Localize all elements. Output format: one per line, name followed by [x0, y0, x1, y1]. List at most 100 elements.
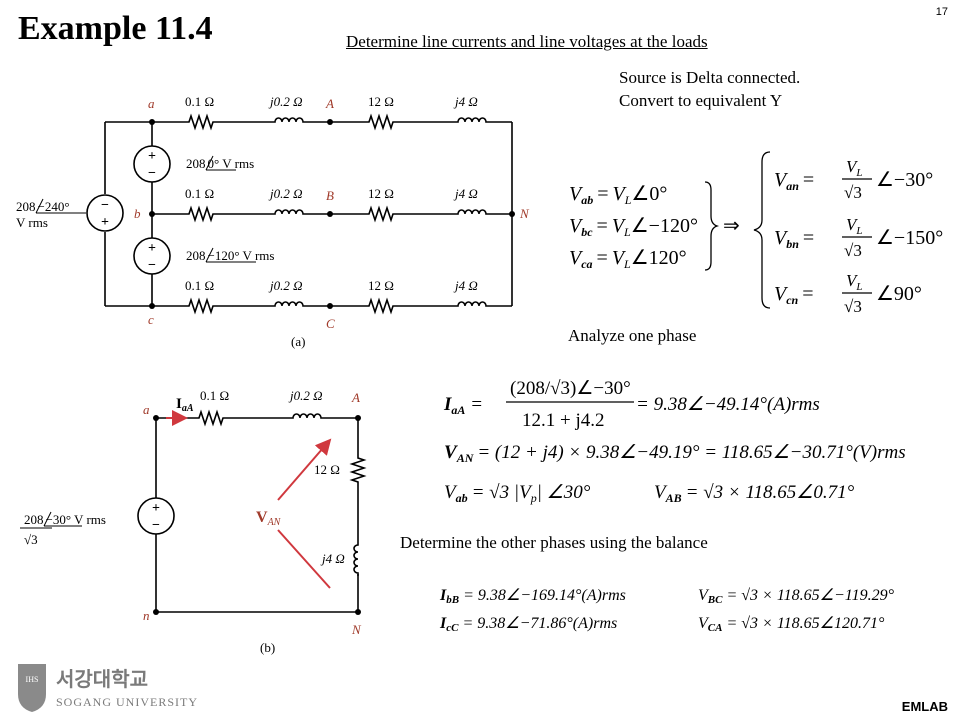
eq-current-cC: IcC= 9.38∠−71.86°(A)rms [439, 615, 617, 634]
circuit-b-diagram: + − a A n N 0.1 Ω j0.2 Ω 12 Ω j4 Ω IaA V… [20, 388, 365, 655]
svg-text:VL: VL [846, 157, 863, 179]
node-dot-icon [153, 415, 361, 615]
svg-text:Vcn=: Vcn= [774, 283, 814, 307]
task-statement: Determine line currents and line voltage… [346, 32, 708, 51]
inductor-icon [289, 413, 325, 419]
inductor-icon [353, 541, 359, 577]
svg-text:√3: √3 [844, 241, 862, 260]
eq-voltage-BC: VBC= √3 × 118.65∠−119.29° [698, 587, 895, 606]
svg-text:√3: √3 [844, 297, 862, 316]
node-B-label: B [326, 188, 334, 203]
voltage-source-icon: + − [133, 145, 171, 183]
svg-text:j0.2 Ω: j0.2 Ω [268, 186, 303, 201]
node-dot-icon [149, 119, 515, 309]
node-C-label: C [326, 316, 335, 331]
circuit-b-caption: (b) [260, 640, 275, 655]
note-line-2: Convert to equivalent Y [619, 91, 783, 110]
svg-text:VL: VL [846, 215, 863, 237]
svg-text:j4 Ω: j4 Ω [453, 186, 478, 201]
node-c-label: c [148, 312, 154, 327]
svg-text:√3: √3 [24, 532, 38, 547]
conversion-note: Source is Delta connected. Convert to eq… [619, 66, 800, 112]
eq-wye-row3: Vcn= VL √3 ∠90° [774, 271, 922, 316]
university-name-english: SOGANG UNIVERSITY [56, 695, 198, 709]
svg-text:j4 Ω: j4 Ω [453, 278, 478, 293]
analyze-label: Analyze one phase [568, 326, 697, 345]
svg-text:12 Ω: 12 Ω [368, 278, 394, 293]
voltage-source-icon: + − [133, 237, 171, 275]
svg-text:√3: √3 [844, 183, 862, 202]
svg-text:+: + [101, 215, 109, 230]
svg-text:−: − [101, 198, 109, 213]
eq-current-bB: IbB= 9.38∠−169.14°(A)rms [439, 587, 626, 606]
delta-equations: Vab=VL∠0° Vbc=VL∠−120° Vca=VL∠120° ⇒ [569, 181, 740, 271]
node-N-label: N [519, 206, 530, 221]
voltage-arrow-up [277, 438, 332, 501]
load-resistance-label: 12 Ω [314, 462, 340, 477]
svg-text:j0.2 Ω: j0.2 Ω [268, 278, 303, 293]
svg-text:+: + [152, 501, 160, 516]
load-reactance-label: j4 Ω [320, 551, 345, 566]
svg-text:∠90°: ∠90° [876, 283, 922, 305]
svg-text:+: + [148, 241, 156, 256]
resistor-icon [351, 453, 365, 487]
svg-text:12.1 + j4.2: 12.1 + j4.2 [522, 410, 605, 431]
line-resistance-label: 0.1 Ω [200, 388, 229, 403]
slide-title: Example 11.4 [18, 10, 213, 47]
svg-text:0.1 Ω: 0.1 Ω [185, 278, 214, 293]
university-name-korean: 서강대학교 [56, 668, 148, 691]
shield-icon [18, 664, 46, 712]
lab-label: EMLAB [901, 699, 948, 714]
university-logo: IHS 서강대학교 SOGANG UNIVERSITY [18, 664, 198, 712]
svg-text:VL: VL [846, 271, 863, 293]
svg-text:Vbn=: Vbn= [774, 227, 814, 251]
svg-text:Van=: Van= [774, 169, 814, 193]
svg-text:0.1 Ω: 0.1 Ω [185, 186, 214, 201]
voltage-source-icon: − + [86, 194, 124, 232]
svg-text:V rms: V rms [16, 215, 48, 230]
eq-wye-row1: Van= VL √3 ∠−30° [774, 157, 933, 202]
eq-delta-row2: Vbc=VL∠−120° [569, 215, 698, 239]
svg-text:−: − [152, 518, 160, 533]
eq-voltage-AB: VAB= √3 × 118.65∠0.71° [654, 482, 855, 505]
eq-voltage-ab: Vab= √3 |Vp| ∠30° [444, 482, 591, 505]
eq-current-aA: IaA= (208/√3)∠−30° 12.1 + j4.2 = 9.38∠−4… [443, 378, 820, 431]
svg-text:= 9.38∠−49.14°(A)rms: = 9.38∠−49.14°(A)rms [636, 394, 820, 415]
load-reactance-label: j4 Ω [453, 94, 478, 109]
svg-text:12 Ω: 12 Ω [368, 186, 394, 201]
wye-equations: Van= VL √3 ∠−30° Vbn= VL √3 ∠−150° Vcn= … [753, 151, 943, 316]
node-A-label: A [325, 96, 334, 111]
eq-delta-row3: Vca=VL∠120° [569, 247, 687, 271]
implies-arrow: ⇒ [723, 215, 740, 237]
eq-voltage-CA: VCA= √3 × 118.65∠120.71° [698, 615, 885, 634]
svg-text:IaA=: IaA= [443, 394, 482, 417]
source-b-label: 208−30° V rms [24, 512, 106, 527]
node-a-label: a [143, 402, 150, 417]
voltage-label: VAN [256, 509, 282, 528]
svg-text:+: + [148, 149, 156, 164]
svg-text:−: − [148, 166, 156, 181]
line-reactance-label: j0.2 Ω [268, 94, 303, 109]
line-reactance-label: j0.2 Ω [288, 388, 323, 403]
voltage-source-icon: + − [137, 497, 175, 535]
note-line-1: Source is Delta connected. [619, 68, 801, 87]
other-phase-equations: IbB= 9.38∠−169.14°(A)rms IcC= 9.38∠−71.8… [439, 587, 895, 634]
voltage-arrow-down [277, 529, 331, 589]
svg-text:(208/√3)∠−30°: (208/√3)∠−30° [510, 378, 631, 399]
node-N-label: N [351, 622, 362, 637]
svg-text:IHS: IHS [26, 675, 39, 684]
page-number: 17 [935, 6, 948, 18]
eq-delta-row1: Vab=VL∠0° [569, 183, 667, 207]
eq-voltage-AN: VAN= (12 + j4) × 9.38∠−49.19° = 118.65∠−… [444, 442, 906, 465]
node-b-label: b [134, 206, 141, 221]
source-bc-label: 208−120° V rms [186, 248, 274, 263]
circuit-a-caption: (a) [291, 334, 305, 349]
node-n-label: n [143, 608, 150, 623]
source-ca-label: 208−240° [16, 199, 70, 214]
node-a-label: a [148, 96, 155, 111]
line-resistance-label: 0.1 Ω [185, 94, 214, 109]
phase-equations: IaA= (208/√3)∠−30° 12.1 + j4.2 = 9.38∠−4… [443, 378, 906, 505]
svg-text:∠−30°: ∠−30° [876, 169, 933, 191]
eq-wye-row2: Vbn= VL √3 ∠−150° [774, 215, 943, 260]
